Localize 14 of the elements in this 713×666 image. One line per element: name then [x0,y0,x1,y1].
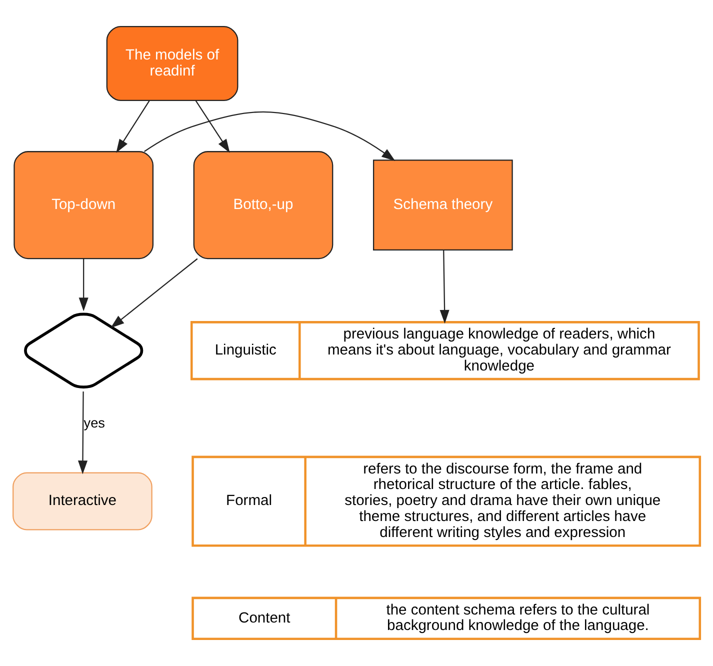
node-box: Interactive [12,472,152,530]
arrow [195,100,230,153]
node-box: Schema theory [372,160,513,251]
arrow [440,250,450,324]
node-box: Top-down [14,151,154,260]
node-box: The models of readinf [106,26,238,102]
arrow [144,111,396,161]
arrow [116,100,150,153]
arrow [78,392,88,474]
arrow [110,258,198,328]
node-box: Botto,-up [193,151,334,260]
edge-label: yes [84,415,105,430]
arrow [78,258,88,312]
node-diamond [24,312,144,388]
